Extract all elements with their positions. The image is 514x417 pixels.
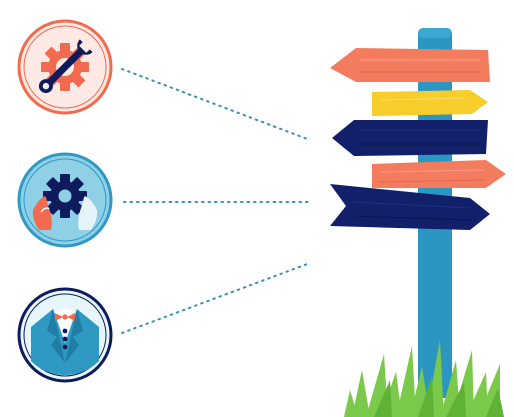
hands-gear-icon xyxy=(17,152,113,248)
tuxedo-bowtie-icon xyxy=(17,287,113,383)
sign-navy-right xyxy=(330,184,490,230)
sign-top-left-orange xyxy=(330,48,490,82)
sign-orange-right xyxy=(372,160,506,188)
connector-line-top xyxy=(121,68,311,141)
signpost xyxy=(330,28,506,417)
sign-yellow-right xyxy=(372,90,488,116)
sign-navy-left xyxy=(332,120,488,156)
tools-gear-wrench-icon xyxy=(17,19,113,115)
dotted-connector-lines xyxy=(121,68,311,334)
connector-line-bottom xyxy=(121,262,311,334)
